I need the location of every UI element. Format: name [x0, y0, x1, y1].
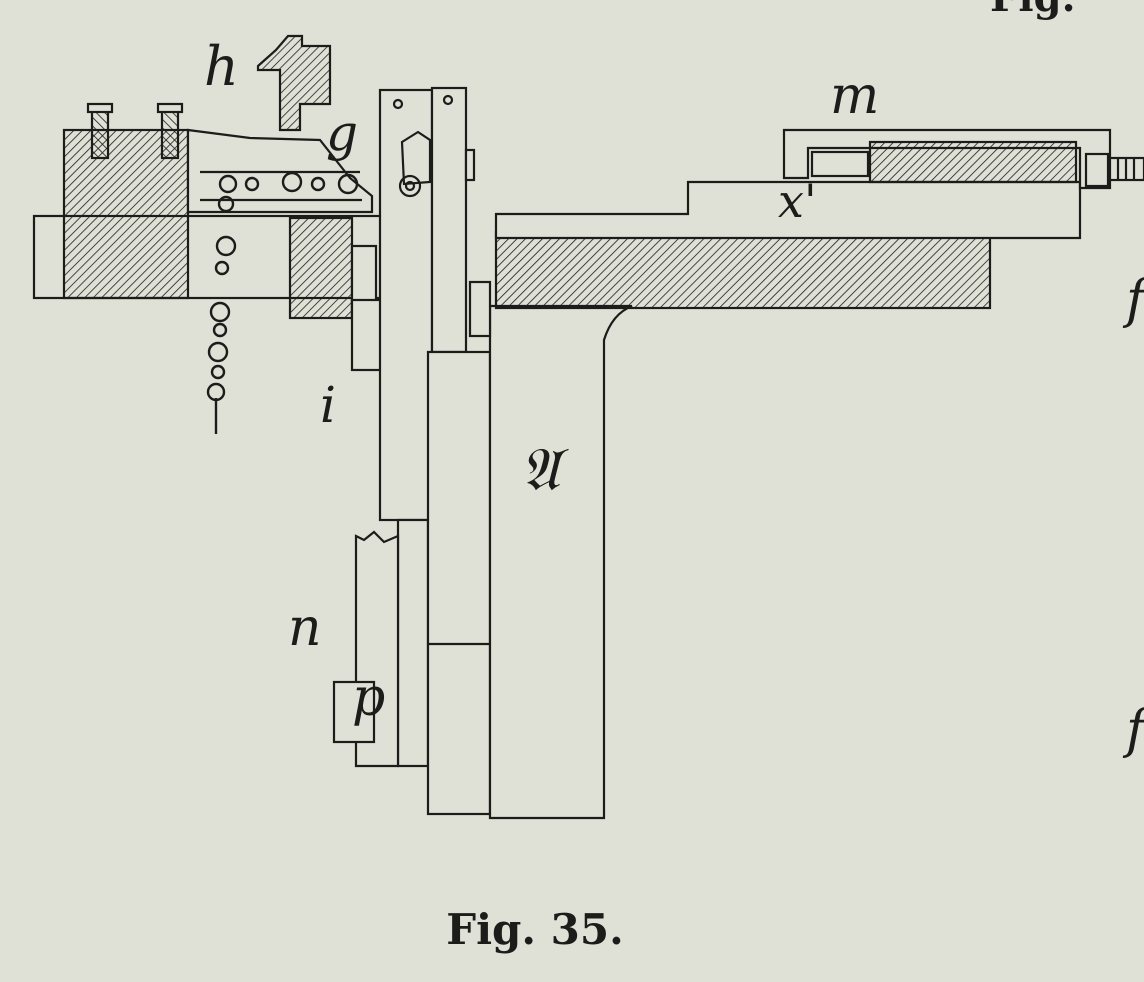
horizontal-arm	[494, 230, 992, 310]
label-a: 𝔄	[520, 435, 560, 505]
vertical-slide	[396, 518, 430, 768]
hook-h	[256, 34, 332, 132]
collar-block	[288, 216, 354, 320]
edge-label-f-upper: f	[1126, 270, 1144, 330]
figure-caption: Fig. 35.	[446, 905, 624, 954]
previous-figure-caption-fragment: Fig.	[990, 0, 1076, 21]
label-p: p	[352, 668, 386, 728]
label-g: g	[326, 104, 359, 162]
label-n: n	[288, 598, 322, 658]
chain	[206, 171, 359, 434]
label-m: m	[830, 66, 880, 126]
clamp-screws	[86, 102, 184, 160]
part-i	[350, 298, 384, 372]
main-frame-A	[488, 304, 633, 820]
label-x1: x'	[778, 174, 817, 228]
label-h: h	[204, 35, 239, 98]
label-i: i	[320, 376, 336, 434]
edge-label-f-lower: f	[1126, 700, 1144, 760]
part-p	[332, 680, 376, 744]
